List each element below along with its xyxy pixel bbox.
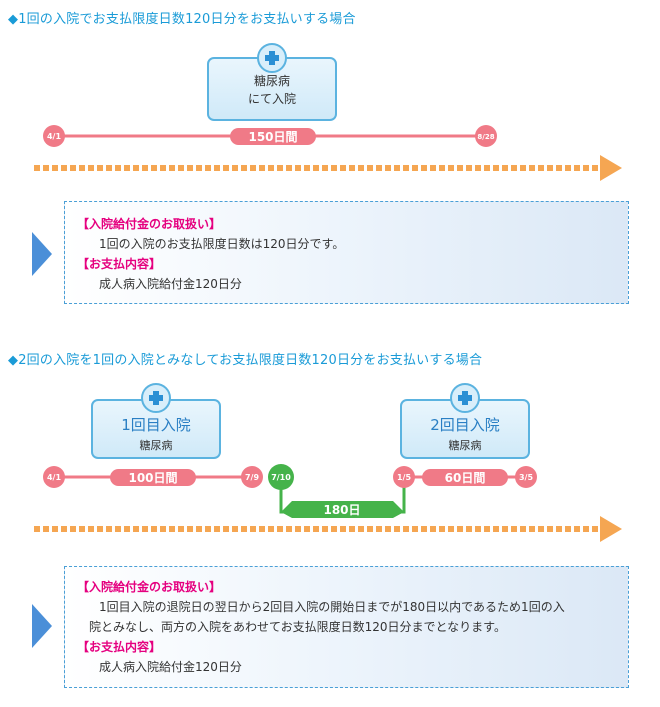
section2-gap-start-date: 7/10 [271, 473, 291, 482]
section1-heading: ◆1回の入院でお支払限度日数120日分をお支払いする場合 [8, 12, 356, 27]
cross-icon [450, 383, 480, 413]
section1-note-arrow-icon [32, 232, 52, 276]
section1-note-body1: 1回の入院のお支払限度日数は120日分です。 [99, 237, 345, 251]
section2-second-stay-box: 2回目入院 糖尿病 [400, 399, 530, 459]
section1-box-line2: にて入院 [248, 92, 296, 106]
section2-note-arrow-icon [32, 604, 52, 648]
section2-gap-duration-label: 180日 [323, 503, 360, 517]
cross-icon [257, 43, 287, 73]
section2-first-end-marker: 7/9 [241, 466, 263, 488]
section2-first-end-date: 7/9 [245, 473, 259, 482]
section2-box1-subtitle: 糖尿病 [140, 438, 173, 452]
section1-note-box: 【入院給付金のお取扱い】 1回の入院のお支払限度日数は120日分です。 【お支払… [64, 201, 629, 304]
section1-duration-label: 150日間 [248, 130, 297, 144]
section2-second-start-date: 1/5 [397, 473, 411, 482]
section2-second-duration-label: 60日間 [445, 471, 486, 485]
section2-second-end-marker: 3/5 [515, 466, 537, 488]
section2-box2-title: 2回目入院 [430, 416, 500, 434]
section1-box-line1: 糖尿病 [254, 73, 290, 88]
section2-note-box: 【入院給付金のお取扱い】 1回目入院の退院日の翌日から2回目入院の開始日までが1… [64, 566, 629, 688]
section1-note-body2: 成人病入院給付金120日分 [99, 277, 242, 291]
section2-second-duration-pill: 60日間 [422, 469, 508, 486]
section2-note-body2: 成人病入院給付金120日分 [99, 660, 242, 674]
section1-note-title1: 【入院給付金のお取扱い】 [77, 217, 222, 231]
section2-box2-subtitle: 糖尿病 [449, 438, 482, 452]
section2-note-title2: 【お支払内容】 [77, 640, 162, 654]
section2-time-arrow [34, 516, 622, 542]
section1-time-arrow [34, 155, 622, 181]
section1-start-marker: 4/1 [43, 125, 65, 147]
cross-icon [141, 383, 171, 413]
section2-first-duration-label: 100日間 [128, 471, 177, 485]
section2-gap-bracket: 180日 [279, 478, 406, 518]
section2-note-title1: 【入院給付金のお取扱い】 [77, 580, 222, 594]
section2-gap-start-marker: 7/10 [268, 464, 294, 490]
section1-end-marker: 8/28 [475, 125, 497, 147]
section2-first-start-marker: 4/1 [43, 466, 65, 488]
section2-box1-title: 1回目入院 [121, 416, 191, 434]
section1-hospital-box: 糖尿病 にて入院 [207, 57, 337, 121]
section2-second-end-date: 3/5 [519, 473, 533, 482]
section2-first-duration-pill: 100日間 [110, 469, 196, 486]
section2-heading: ◆2回の入院を1回の入院とみなしてお支払限度日数120日分をお支払いする場合 [8, 353, 483, 368]
section2-note-body1a: 1回目入院の退院日の翌日から2回目入院の開始日までが180日以内であるため1回の… [99, 600, 565, 614]
section2-first-start-date: 4/1 [47, 473, 61, 482]
section1-note-title2: 【お支払内容】 [77, 257, 162, 271]
section2-note-body1b: 院とみなし、両方の入院をあわせてお支払限度日数120日分までとなります。 [89, 620, 506, 634]
section1-end-date: 8/28 [477, 133, 494, 141]
section1-start-date: 4/1 [47, 132, 61, 141]
section2-second-start-marker: 1/5 [393, 466, 415, 488]
section1-duration-pill: 150日間 [230, 128, 316, 145]
